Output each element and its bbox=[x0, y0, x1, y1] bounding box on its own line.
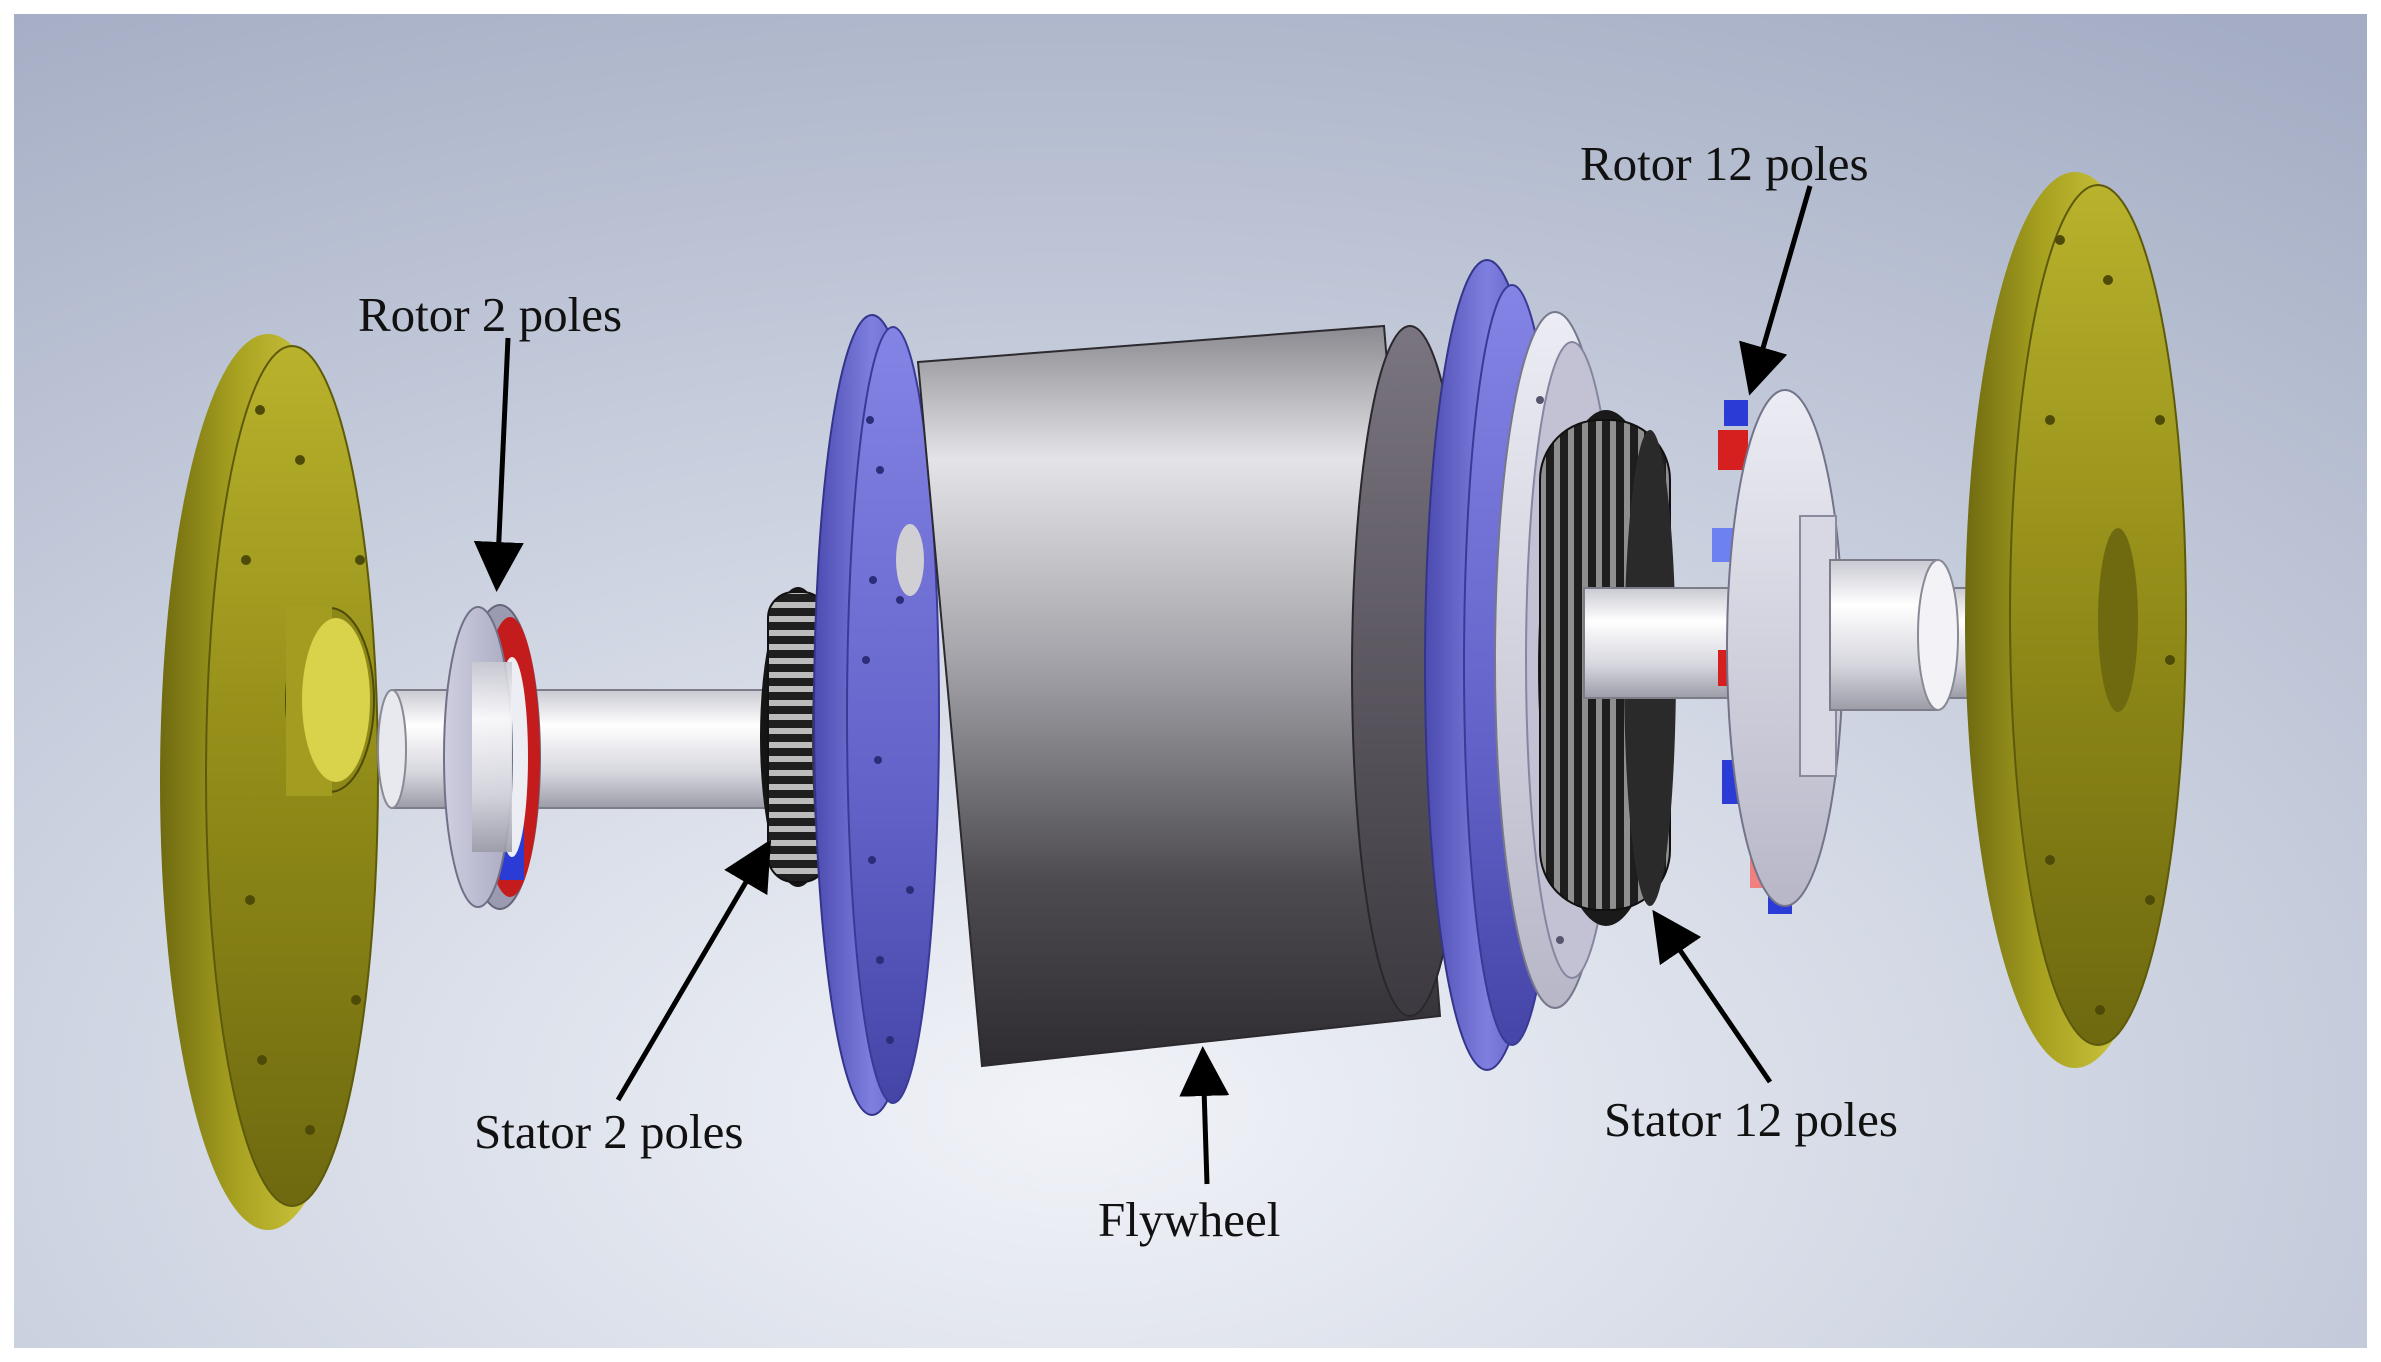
rotor-2-poles bbox=[443, 604, 541, 910]
leader-rotor-2 bbox=[473, 337, 524, 592]
leader-lines bbox=[473, 185, 1813, 1185]
label-rotor-2-poles: Rotor 2 poles bbox=[358, 287, 622, 342]
leader-stator-12 bbox=[1652, 909, 1773, 1084]
leader-rotor-12 bbox=[1739, 185, 1813, 396]
leader-stator-2 bbox=[615, 839, 772, 1102]
left-end-plate bbox=[160, 334, 379, 1230]
right-end-plate bbox=[1965, 172, 2187, 1068]
label-rotor-12-poles: Rotor 12 poles bbox=[1580, 136, 1869, 191]
rotor-12-poles bbox=[1712, 389, 1959, 914]
label-flywheel: Flywheel bbox=[1098, 1192, 1280, 1247]
flywheel-drum bbox=[896, 324, 1469, 1068]
leader-flywheel bbox=[1179, 1046, 1230, 1185]
label-stator-2-poles: Stator 2 poles bbox=[474, 1104, 743, 1159]
left-bearing-plate bbox=[813, 314, 940, 1116]
label-stator-12-poles: Stator 12 poles bbox=[1604, 1092, 1898, 1147]
